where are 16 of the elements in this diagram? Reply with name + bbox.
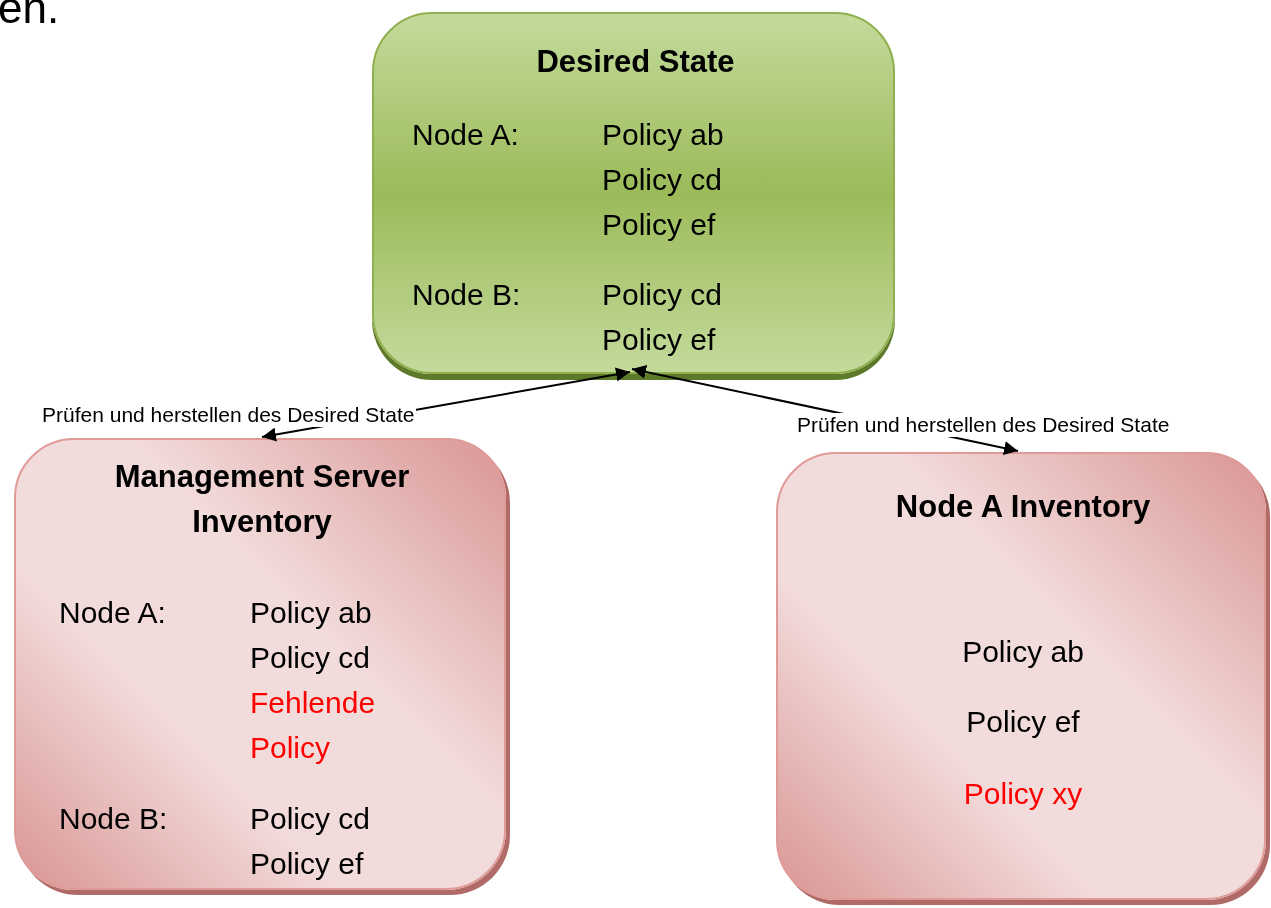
text: Policy cd Policy ef: [602, 277, 724, 358]
box-title: Desired State: [535, 43, 736, 81]
text: Node B:: [59, 801, 169, 837]
text: Node A:: [412, 117, 520, 153]
text: Fehlende Policy: [250, 685, 377, 766]
text: Policy ab Policy cd: [250, 595, 373, 676]
edge-label: Prüfen und herstellen des Desired State: [795, 413, 1172, 437]
box-title: Node A Inventory: [894, 488, 1152, 526]
text: Policy ab Policy cd Policy ef: [602, 117, 725, 243]
text: Node A:: [59, 595, 167, 631]
text: Policy ef: [965, 704, 1081, 740]
text: Policy ab: [961, 634, 1085, 670]
text: Policy xy: [962, 776, 1084, 812]
text: Policy cd Policy ef: [250, 801, 372, 882]
box-title: Management Server Inventory: [113, 458, 411, 541]
text: Node B:: [412, 277, 522, 313]
